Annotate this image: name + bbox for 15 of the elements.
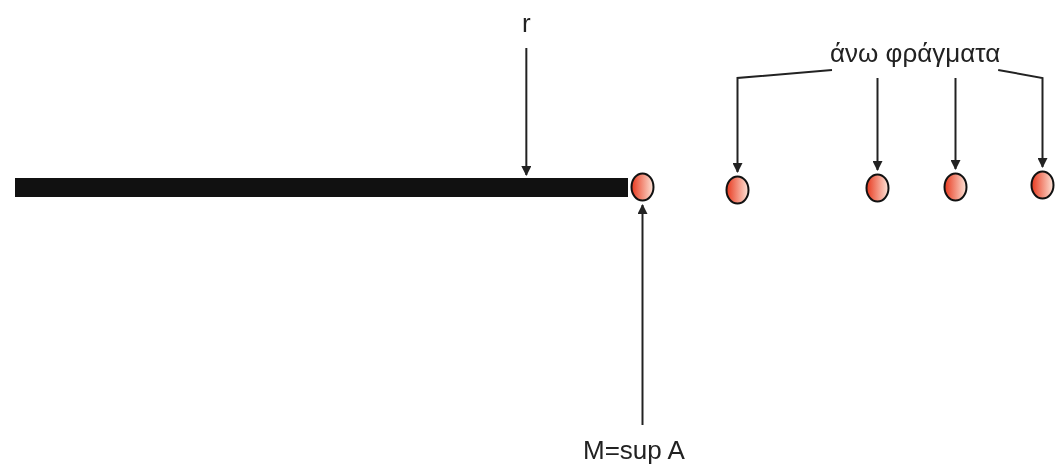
point-marker — [1030, 170, 1055, 200]
point-marker — [725, 175, 750, 205]
text-label: r — [522, 8, 531, 38]
text-label: M=sup A — [583, 435, 685, 465]
arrow — [997, 69, 1048, 168]
point-marker — [865, 173, 890, 203]
text-label: άνω φράγματα — [830, 38, 1001, 68]
arrow — [637, 204, 648, 426]
set-bar — [15, 178, 628, 197]
arrow — [732, 69, 833, 173]
arrow — [950, 77, 961, 170]
arrow — [521, 47, 532, 176]
point-marker — [943, 172, 968, 202]
arrow — [872, 77, 883, 171]
point-marker — [630, 172, 655, 202]
